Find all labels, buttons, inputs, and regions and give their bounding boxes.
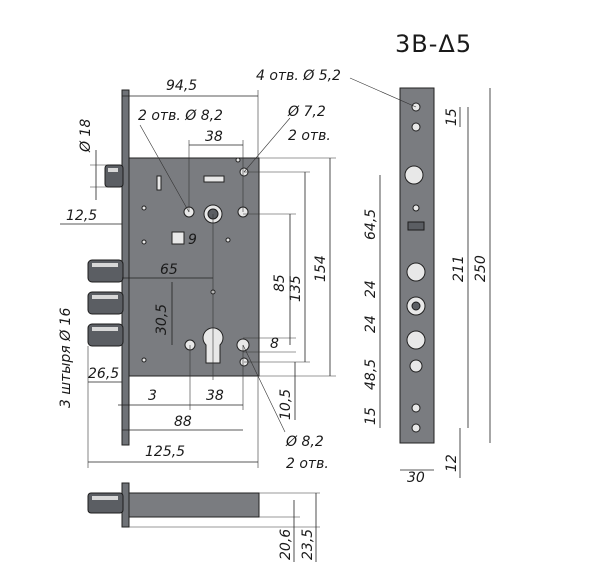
label-holes-top: 2 отв. Ø 8,2 [138, 108, 223, 124]
label-26-5: 26,5 [88, 366, 119, 382]
label-88: 88 [174, 414, 192, 430]
label-85: 85 [272, 274, 288, 292]
bolt-pin-1-highlight [92, 263, 118, 267]
rivet [235, 157, 241, 163]
label-9: 9 [188, 232, 197, 248]
label-24-a: 24 [363, 280, 379, 298]
front-view [87, 89, 260, 446]
label-154: 154 [313, 255, 329, 282]
leader-line [349, 77, 417, 108]
bottom-bolt-highlight [92, 496, 118, 500]
bolt-pin-3-highlight [92, 327, 118, 331]
label-holes-bottom-count: 2 отв. [286, 456, 329, 472]
rivet [141, 357, 147, 363]
label-24-b: 24 [363, 315, 379, 333]
label-211: 211 [451, 255, 467, 282]
square-marker [171, 231, 185, 245]
top-slot [203, 175, 225, 183]
label-8: 8 [270, 336, 279, 352]
label-38-top: 38 [205, 129, 223, 145]
front-dimension-labels: 94,5 2 отв. Ø 8,2 38 Ø 7,2 2 отв. Ø 18 1… [58, 78, 331, 472]
bolt-hole-1 [406, 262, 426, 282]
label-250: 250 [473, 255, 489, 282]
faceplate-dot [412, 204, 420, 212]
latch-highlight [108, 168, 118, 172]
latch-opening [404, 165, 424, 185]
label-30: 30 [407, 470, 425, 486]
label-15-bottom: 15 [363, 407, 379, 425]
label-12: 12 [444, 454, 460, 472]
faceplate-hole-3 [411, 403, 421, 413]
side-view [399, 87, 435, 444]
label-d18: Ø 18 [78, 119, 94, 153]
label-10-5: 10,5 [278, 389, 294, 420]
bottom-dimension-labels: 20,6 23,5 [278, 529, 316, 560]
label-hole-7-2: Ø 7,2 [287, 104, 326, 120]
label-135: 135 [288, 275, 304, 302]
bolt-hole-2-core [411, 301, 421, 311]
label-hole-7-2-count: 2 отв. [288, 128, 331, 144]
side-slot [156, 175, 162, 191]
label-20-6: 20,6 [278, 529, 294, 560]
label-15-top: 15 [444, 108, 460, 126]
leader-line [243, 117, 291, 173]
label-30-5: 30,5 [154, 304, 170, 335]
label-23-5: 23,5 [300, 529, 316, 560]
label-48-5: 48,5 [363, 359, 379, 390]
lock-body [128, 157, 260, 377]
label-125-5: 125,5 [145, 444, 185, 460]
label-12-5: 12,5 [66, 208, 97, 224]
faceplate-hole-4 [411, 423, 421, 433]
bottom-body [128, 492, 260, 518]
rivet [141, 239, 147, 245]
side-dimension-labels: 4 отв. Ø 5,2 15 64,5 24 24 48,5 15 211 2… [256, 68, 489, 486]
leader-line [242, 344, 286, 433]
label-64-5: 64,5 [363, 209, 379, 240]
leader-line [139, 124, 190, 213]
bolt-pin-2-highlight [92, 295, 118, 299]
pin-hole [409, 359, 423, 373]
logo-mark [407, 221, 425, 231]
label-holes-bottom: Ø 8,2 [285, 434, 324, 450]
label-94-5: 94,5 [166, 78, 197, 94]
faceplate-hole-2 [411, 122, 421, 132]
label-65: 65 [160, 262, 178, 278]
model-title: 3В-Δ5 [395, 30, 472, 58]
label-side-holes: 4 отв. Ø 5,2 [256, 68, 341, 84]
bolt-hole-3 [406, 330, 426, 350]
label-3: 3 [148, 388, 157, 404]
bottom-view [87, 482, 320, 562]
front-dimension-lines [60, 90, 336, 468]
label-pins: 3 штыря Ø 16 [58, 307, 74, 408]
rivet [225, 237, 231, 243]
bolt-pins [87, 259, 124, 347]
side-dimension-lines [349, 77, 491, 478]
rivet [141, 205, 147, 211]
label-38-bottom: 38 [206, 388, 224, 404]
